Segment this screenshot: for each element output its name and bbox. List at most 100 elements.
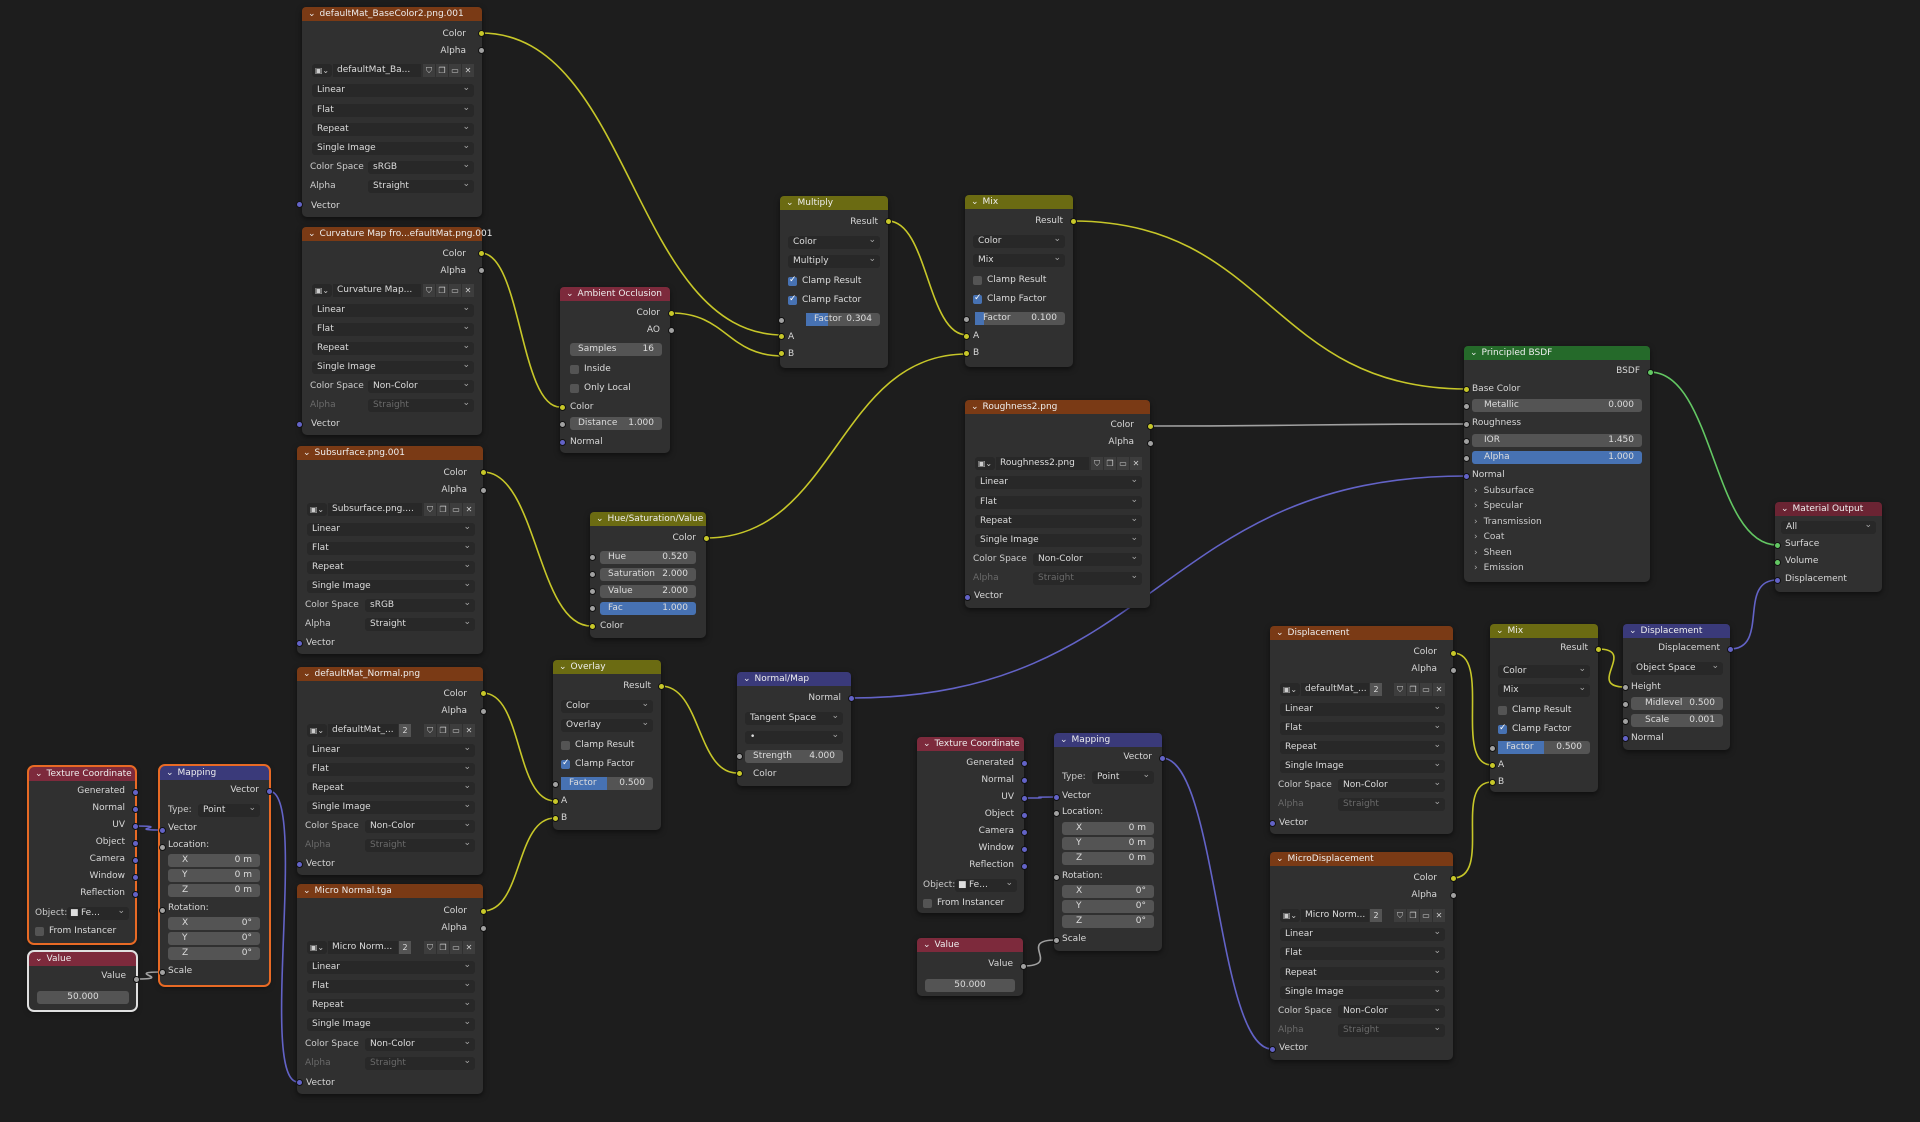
target-dropdown[interactable]: All <box>1781 519 1876 534</box>
node-header[interactable]: Material Output <box>1775 502 1882 516</box>
socket[interactable] <box>1462 402 1470 410</box>
extension-dropdown[interactable]: Repeat <box>1280 965 1445 980</box>
socket[interactable] <box>735 752 743 760</box>
shield-icon[interactable]: ⛉ <box>1091 457 1103 470</box>
node-link-22[interactable] <box>1022 939 1057 967</box>
node-header[interactable]: defaultMat_BaseColor2.png.001 <box>302 7 482 21</box>
node-link-5[interactable] <box>1072 220 1467 390</box>
image-texture-node-micro-normal[interactable]: Micro Normal.tga Color Alpha ▣⌄ Micro No… <box>297 884 483 1094</box>
panel-emission[interactable]: Emission <box>1474 561 1524 575</box>
socket[interactable] <box>1449 874 1457 882</box>
type-dropdown[interactable]: Point <box>1092 769 1154 784</box>
folder-icon[interactable]: ▭ <box>449 64 461 77</box>
socket[interactable] <box>158 843 166 851</box>
image-texture-node-roughness[interactable]: Roughness2.png Color Alpha ▣⌄ Roughness2… <box>965 400 1150 608</box>
normal-map-node[interactable]: Normal/Map Normal Tangent Space • Streng… <box>737 672 851 786</box>
duplicate-icon[interactable]: ❐ <box>1104 457 1116 470</box>
image-icon[interactable]: ▣⌄ <box>312 284 332 297</box>
socket[interactable] <box>479 924 487 932</box>
node-link-9[interactable] <box>482 692 556 802</box>
node-link-0[interactable] <box>480 32 784 336</box>
folder-icon[interactable]: ▭ <box>450 503 462 516</box>
shield-icon[interactable]: ⛉ <box>1394 909 1406 922</box>
socket[interactable] <box>667 309 675 317</box>
socket[interactable] <box>479 907 487 915</box>
socket[interactable] <box>588 553 596 561</box>
projection-dropdown[interactable]: Flat <box>307 978 475 993</box>
socket[interactable] <box>158 906 166 914</box>
mix-node-color-2[interactable]: Mix Result Color Mix Clamp Result Clamp … <box>1490 624 1598 792</box>
mapping-node-2[interactable]: Mapping Vector Type: Point Vector Locati… <box>1054 733 1162 951</box>
socket[interactable] <box>777 349 785 357</box>
socket[interactable] <box>295 1078 303 1086</box>
user-count[interactable]: 2 <box>399 941 411 954</box>
close-icon[interactable]: ✕ <box>463 941 475 954</box>
clamp-result-checkbox[interactable]: Clamp Result <box>973 274 1046 287</box>
interpolation-dropdown[interactable]: Linear <box>307 521 475 536</box>
socket[interactable] <box>1268 1045 1276 1053</box>
socket[interactable] <box>1621 717 1629 725</box>
socket[interactable] <box>131 839 139 847</box>
node-header[interactable]: Displacement <box>1623 624 1730 638</box>
folder-icon[interactable]: ▭ <box>1420 683 1432 696</box>
socket[interactable] <box>131 856 139 864</box>
color-space-dropdown[interactable]: Non-Color <box>1033 551 1142 566</box>
type-dropdown[interactable]: Point <box>198 802 260 817</box>
clamp-result-checkbox[interactable]: Clamp Result <box>561 739 634 752</box>
image-name-field[interactable]: Micro Norm... <box>1301 909 1369 922</box>
extension-dropdown[interactable]: Repeat <box>307 780 475 795</box>
socket[interactable] <box>131 822 139 830</box>
socket[interactable] <box>1158 754 1166 762</box>
interpolation-dropdown[interactable]: Linear <box>1280 926 1445 941</box>
clamp-factor-checkbox[interactable]: Clamp Factor <box>973 292 1046 306</box>
socket[interactable] <box>1052 873 1060 881</box>
extension-dropdown[interactable]: Repeat <box>312 340 474 355</box>
image-icon[interactable]: ▣⌄ <box>1280 683 1300 696</box>
socket[interactable] <box>657 682 665 690</box>
image-texture-node-curvature[interactable]: Curvature Map fro...efaultMat.png.001 Co… <box>302 227 492 435</box>
projection-dropdown[interactable]: Flat <box>307 540 475 555</box>
socket[interactable] <box>588 604 596 612</box>
socket[interactable] <box>1646 368 1654 376</box>
source-dropdown[interactable]: Single Image <box>975 532 1142 547</box>
material-output-node[interactable]: Material Output All Surface Volume Displ… <box>1775 502 1882 592</box>
duplicate-icon[interactable]: ❐ <box>436 284 448 297</box>
node-link-19[interactable] <box>1023 796 1057 799</box>
image-name-field[interactable]: Roughness2.png <box>996 457 1089 470</box>
socket[interactable] <box>295 639 303 647</box>
shield-icon[interactable]: ⛉ <box>423 284 435 297</box>
socket[interactable] <box>558 420 566 428</box>
node-link-1[interactable] <box>480 252 561 408</box>
alpha-mode-dropdown[interactable]: Straight <box>365 616 475 631</box>
socket[interactable] <box>1069 217 1077 225</box>
close-icon[interactable]: ✕ <box>462 64 474 77</box>
socket[interactable] <box>479 468 487 476</box>
socket[interactable] <box>962 332 970 340</box>
data-type-dropdown[interactable]: Color <box>1498 663 1590 678</box>
blend-mode-dropdown[interactable]: Overlay <box>561 717 653 732</box>
node-link-13[interactable] <box>1729 579 1778 650</box>
node-header[interactable]: Principled BSDF <box>1464 346 1650 360</box>
socket[interactable] <box>1621 734 1629 742</box>
socket[interactable] <box>735 769 743 777</box>
color-space-dropdown[interactable]: sRGB <box>365 597 475 612</box>
color-space-dropdown[interactable]: Non-Color <box>365 818 475 833</box>
node-link-12[interactable] <box>1649 371 1778 546</box>
node-header[interactable]: MicroDisplacement <box>1270 852 1453 866</box>
socket[interactable] <box>1019 962 1027 970</box>
node-header[interactable]: Subsurface.png.001 <box>297 446 483 460</box>
node-header[interactable]: Normal/Map <box>737 672 851 686</box>
image-texture-node-subsurface[interactable]: Subsurface.png.001 Color Alpha ▣⌄ Subsur… <box>297 446 483 654</box>
node-header[interactable]: Mix <box>1490 624 1598 638</box>
user-count[interactable]: 2 <box>1370 909 1382 922</box>
socket[interactable] <box>558 403 566 411</box>
socket[interactable] <box>479 689 487 697</box>
color-space-dropdown[interactable]: Non-Color <box>1338 1003 1445 1018</box>
